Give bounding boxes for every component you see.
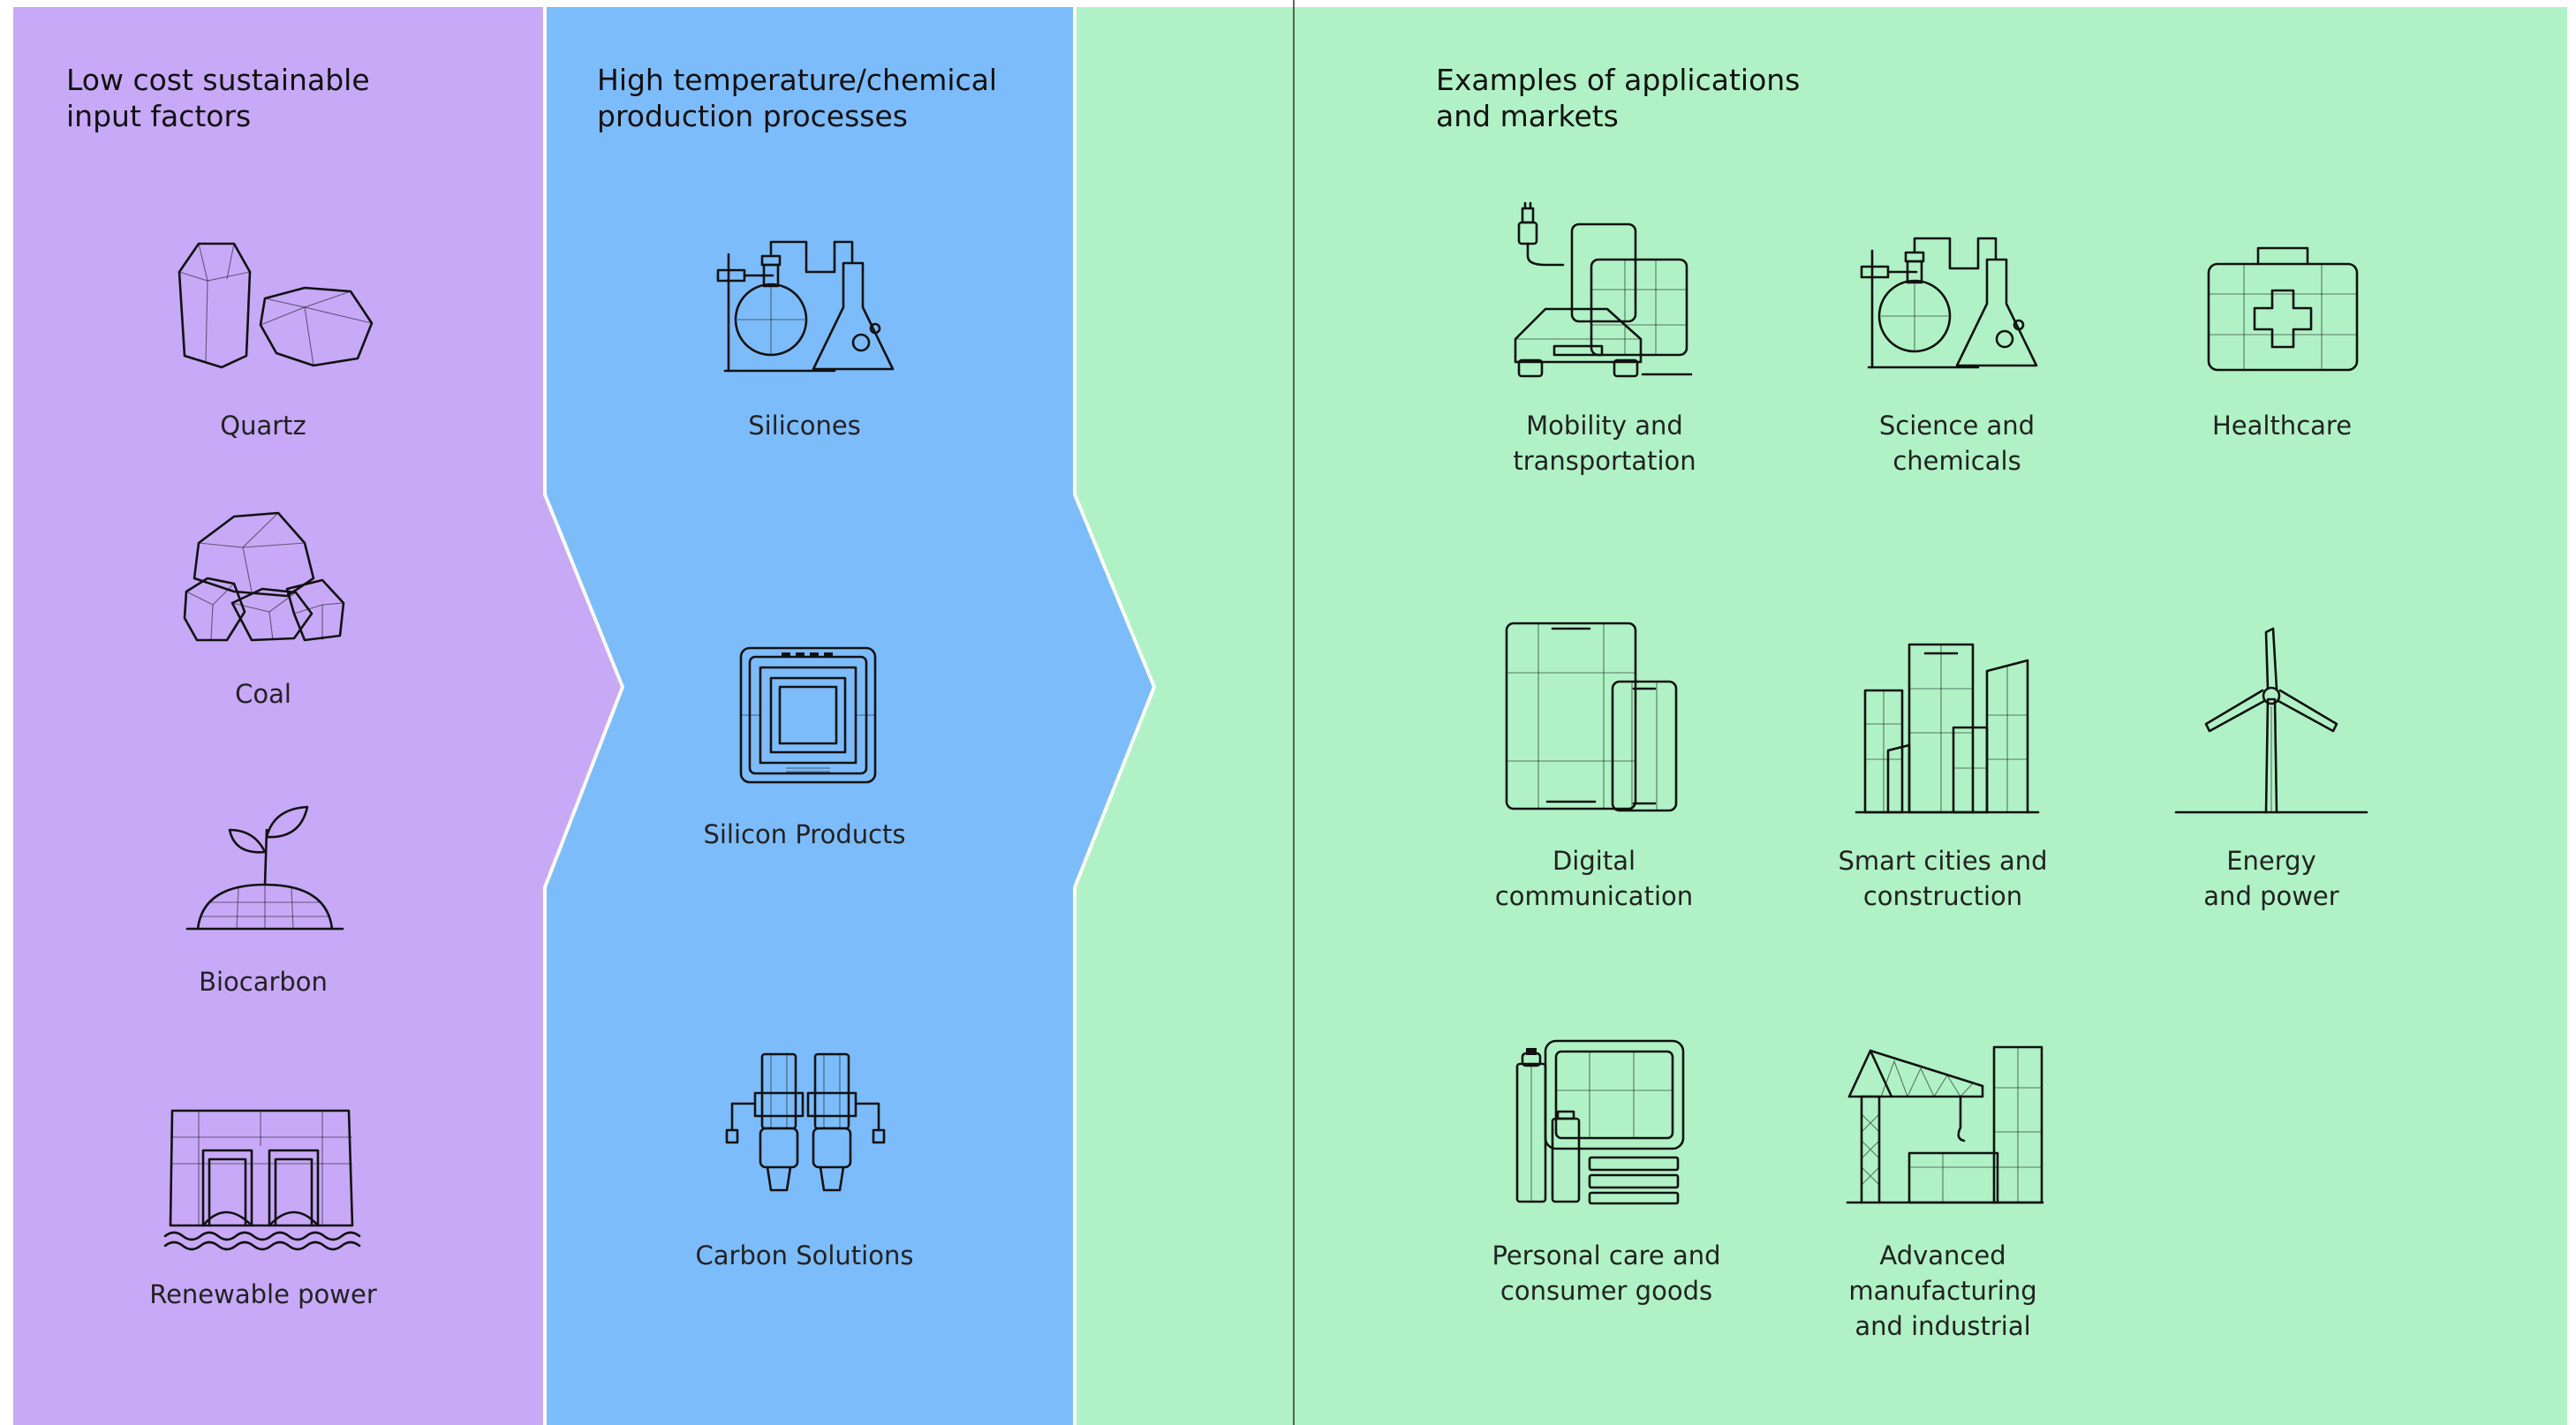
market-label-advanced-manufacturing: Advanced manufacturing and industrial [1848,1240,2037,1341]
silicon-chip-icon [737,645,879,786]
panel-divider [543,7,625,1425]
market-label-mobility: Mobility and transportation [1513,411,1696,476]
quartz-crystal-icon [172,237,375,369]
tablet-phone-icon [1503,620,1680,814]
market-label-energy: Energy and power [2203,846,2339,911]
car-charging-icon [1510,201,1696,382]
market-label-smart-cities: Smart cities and construction [1838,846,2048,911]
first-aid-kit-icon [2203,243,2362,375]
panel-divider [1073,7,1157,1425]
market-label-personal-care: Personal care and consumer goods [1492,1240,1721,1306]
wind-turbine-icon [2174,627,2368,817]
lab-flasks-icon [1855,233,2049,374]
process-label-carbon-solutions: Carbon Solutions [695,1240,914,1270]
hydro-dam-icon [163,1102,362,1252]
markets-title: Examples of applications and markets [1436,63,1801,133]
input-label-biocarbon: Biocarbon [199,967,328,997]
input-label-quartz: Quartz [220,411,306,441]
biocarbon-sprout-icon [185,803,344,936]
process-label-silicon-products: Silicon Products [703,819,906,849]
market-label-digital: Digital communication [1494,846,1694,911]
crane-factory-icon [1846,1044,2044,1207]
coal-lumps-icon [181,508,349,649]
processes-title: High temperature/chemical production pro… [597,63,998,133]
inputs-title: Low cost sustainable input factors [66,63,370,133]
market-label-science: Science and chemicals [1878,411,2036,476]
process-label-silicones: Silicones [748,411,861,441]
processes-panel [545,7,1154,1425]
markets-panel [1069,7,2567,1425]
city-buildings-icon [1855,636,2040,817]
market-label-healthcare: Healthcare [2211,411,2353,441]
input-label-coal: Coal [235,679,291,709]
lab-flasks-icon [711,237,905,378]
inputs-panel [13,7,623,1425]
input-label-renewable-power: Renewable power [149,1279,377,1309]
carbon-electrodes-icon [720,1049,892,1203]
cosmetics-icon [1510,1037,1687,1205]
